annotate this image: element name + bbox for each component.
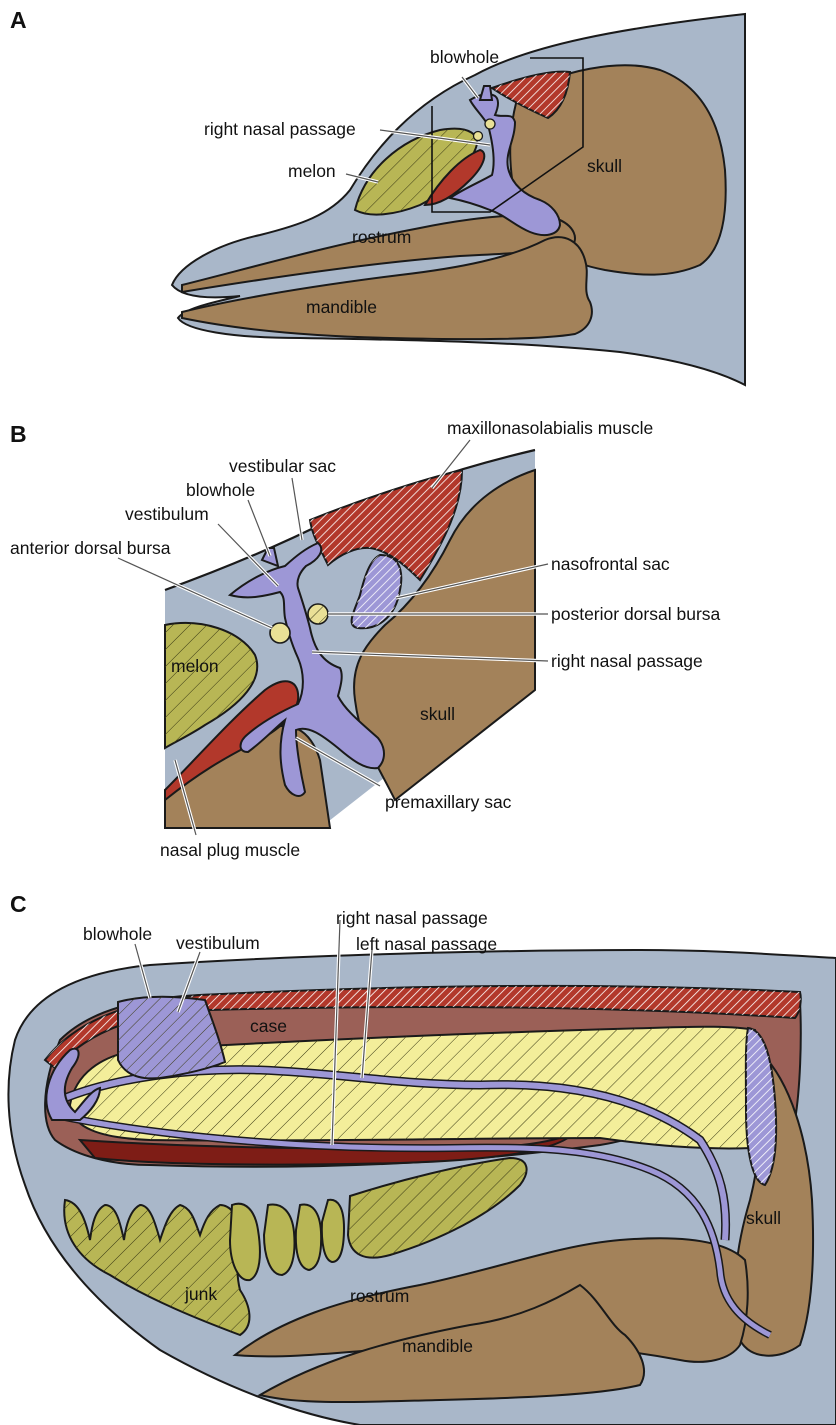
panel-a-label-mandible: mandible bbox=[306, 297, 377, 317]
panel-c-label-blowhole: blowhole bbox=[83, 924, 152, 944]
panel-c-junk-seg-4 bbox=[322, 1200, 344, 1262]
panel-c-label-junk: junk bbox=[184, 1284, 217, 1304]
panel-a-posterior-dorsal-bursa bbox=[485, 119, 495, 129]
panel-c-junk-seg-3 bbox=[296, 1204, 321, 1270]
panel-c-label-left-nasal-passage: left nasal passage bbox=[356, 934, 497, 954]
panel-b-label-melon: melon bbox=[171, 656, 219, 676]
panel-b-letter: B bbox=[10, 421, 27, 447]
panel-a-label-melon: melon bbox=[288, 161, 336, 181]
panel-b-label-posterior-dorsal-bursa: posterior dorsal bursa bbox=[551, 604, 721, 624]
panel-a: A blowhole right nasal passage bbox=[10, 7, 745, 385]
panel-c-label-case: case bbox=[250, 1016, 287, 1036]
panel-b: B bbox=[10, 418, 721, 860]
panel-b-anterior-dorsal-bursa bbox=[270, 623, 290, 643]
panel-c-label-rostrum: rostrum bbox=[350, 1286, 409, 1306]
panel-b-label-skull: skull bbox=[420, 704, 455, 724]
panel-c-letter: C bbox=[10, 891, 27, 917]
panel-b-label-vestibulum: vestibulum bbox=[125, 504, 209, 524]
panel-c-label-mandible: mandible bbox=[402, 1336, 473, 1356]
panel-a-label-blowhole: blowhole bbox=[430, 47, 499, 67]
panel-c-junk-seg-2 bbox=[264, 1204, 295, 1275]
panel-a-label-skull: skull bbox=[587, 156, 622, 176]
panel-b-label-anterior-dorsal-bursa: anterior dorsal bursa bbox=[10, 538, 171, 558]
panel-b-label-premaxillary-sac: premaxillary sac bbox=[385, 792, 512, 812]
panel-c-label-vestibulum: vestibulum bbox=[176, 933, 260, 953]
panel-b-label-right-nasal-passage: right nasal passage bbox=[551, 651, 703, 671]
panel-b-label-nasal-plug-muscle: nasal plug muscle bbox=[160, 840, 300, 860]
panel-b-label-maxillonasolabialis: maxillonasolabialis muscle bbox=[447, 418, 653, 438]
panel-c: C bbox=[8, 891, 836, 1425]
panel-b-label-vestibular-sac: vestibular sac bbox=[229, 456, 336, 476]
panel-c-label-right-nasal-passage: right nasal passage bbox=[336, 908, 488, 928]
panel-b-label-nasofrontal-sac: nasofrontal sac bbox=[551, 554, 670, 574]
panel-a-letter: A bbox=[10, 7, 27, 33]
panel-a-label-right-nasal-passage: right nasal passage bbox=[204, 119, 356, 139]
panel-a-label-rostrum: rostrum bbox=[352, 227, 411, 247]
panel-a-anterior-dorsal-bursa bbox=[474, 132, 483, 141]
panel-c-label-skull: skull bbox=[746, 1208, 781, 1228]
panel-b-label-blowhole: blowhole bbox=[186, 480, 255, 500]
